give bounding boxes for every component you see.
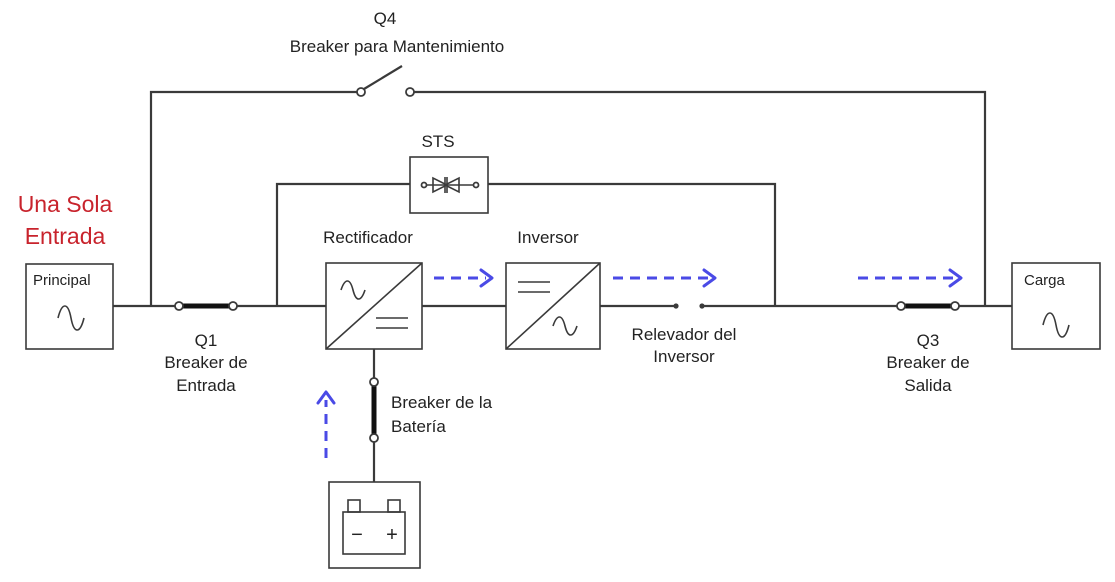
flow-arrow-icon <box>434 268 494 288</box>
q1-label-line2: Entrada <box>176 376 236 395</box>
battery-plus-sign: + <box>386 524 398 546</box>
load-output <box>1011 262 1101 350</box>
sts-label: STS <box>421 132 454 151</box>
sine-wave-icon <box>57 305 85 331</box>
battery-breaker <box>369 377 379 443</box>
battery-icon: − + <box>328 481 421 569</box>
wiring <box>113 90 1012 482</box>
inverter-icon <box>505 262 601 350</box>
q4-maintenance-breaker <box>356 65 415 97</box>
flow-arrow-icon <box>316 390 336 458</box>
q3-id-label: Q3 <box>917 331 940 350</box>
thyristor-icon <box>420 176 480 194</box>
q1-input-breaker <box>174 301 238 311</box>
q3-label-line1: Breaker de <box>886 353 969 372</box>
battery-minus-sign: − <box>351 524 363 546</box>
flow-arrow-icon <box>858 268 963 288</box>
load-label: Carga <box>1024 272 1066 289</box>
inverter-label: Inversor <box>517 228 579 247</box>
sine-wave-icon <box>1042 312 1070 338</box>
q3-output-breaker <box>896 301 960 311</box>
q4-id-label: Q4 <box>374 9 397 28</box>
principal-label: Principal <box>33 272 91 289</box>
q1-id-label: Q1 <box>195 331 218 350</box>
rectifier-label: Rectificador <box>323 228 413 247</box>
input-mode-label-line1: Una Sola <box>18 191 113 217</box>
battery-breaker-label-line1: Breaker de la <box>391 393 493 412</box>
rectifier-icon <box>325 262 423 350</box>
principal-source <box>25 263 114 350</box>
q3-label-line2: Salida <box>904 376 952 395</box>
q4-name-label: Breaker para Mantenimiento <box>290 37 505 56</box>
battery-breaker-label-line2: Batería <box>391 417 446 436</box>
relay-label-line2: Inversor <box>653 347 715 366</box>
sts-switch <box>409 156 489 214</box>
input-mode-label-line2: Entrada <box>25 223 106 249</box>
inverter-relay <box>673 303 705 309</box>
q1-label-line1: Breaker de <box>164 353 247 372</box>
relay-label-line1: Relevador del <box>632 325 737 344</box>
flow-arrow-icon <box>613 268 717 288</box>
